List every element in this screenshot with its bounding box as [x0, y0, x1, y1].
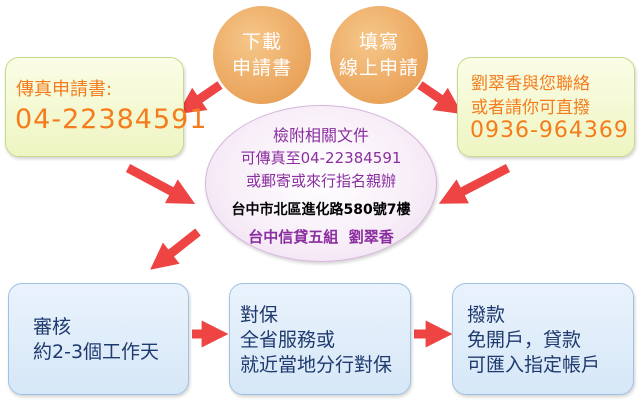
contact-box: 劉翠香與您聯絡 或者請你可直撥 0936-964369: [457, 57, 635, 157]
documents-oval: 檢附相關文件 可傳真至04-22384591 或郵寄或來行指名親辦 台中市北區進…: [205, 105, 437, 262]
payout-line3: 可匯入指定帳戶: [467, 354, 601, 376]
online-application-circle[interactable]: 填寫 線上申請: [330, 6, 428, 104]
review-step-box: 審核 約2-3個工作天: [8, 283, 189, 395]
verify-line2: 全省服務或: [240, 329, 336, 351]
documents-title: 檢附相關文件: [272, 126, 369, 145]
verification-step-box: 對保 全省服務或 就近當地分行對保: [229, 283, 411, 395]
download-label-line1: 下載: [241, 31, 282, 53]
fax-label: 傳真申請書:: [16, 79, 113, 100]
documents-mail-line: 或郵寄或來行指名親辦: [245, 172, 396, 190]
payout-line2: 免開戶，貸款: [467, 329, 582, 351]
documents-address: 台中市北區進化路580號7樓: [231, 202, 411, 218]
contact-phone: 0936-964369: [470, 118, 629, 143]
arrow-online-to-contact: [417, 81, 463, 115]
review-duration: 約2-3個工作天: [33, 341, 160, 363]
online-label-line1: 填寫: [358, 31, 399, 53]
verify-title: 對保: [240, 304, 279, 326]
payout-title: 撥款: [467, 304, 506, 326]
arrow-center-to-review: [150, 228, 201, 270]
arrow-fax-to-center: [125, 164, 196, 204]
online-label-line2: 線上申請: [338, 57, 419, 79]
contact-line2: 或者請你可直撥: [471, 98, 590, 118]
documents-fax-line: 可傳真至04-22384591: [240, 149, 402, 167]
contact-line1: 劉翠香與您聯絡: [471, 74, 590, 94]
arrow-download-to-fax: [177, 81, 223, 115]
documents-signature: 台中信貸五組 劉翠香: [248, 228, 394, 246]
fax-number: 04-22384591: [15, 104, 208, 135]
arrow-contact-to-center: [438, 164, 511, 204]
download-label-line2: 申請書: [231, 57, 292, 79]
payout-step-box: 撥款 免開戶，貸款 可匯入指定帳戶: [452, 283, 634, 395]
review-title: 審核: [33, 316, 72, 338]
verify-line3: 就近當地分行對保: [240, 354, 393, 376]
fax-application-box: 傳真申請書: 04-22384591: [5, 57, 207, 157]
download-application-circle[interactable]: 下載 申請書: [213, 6, 311, 104]
